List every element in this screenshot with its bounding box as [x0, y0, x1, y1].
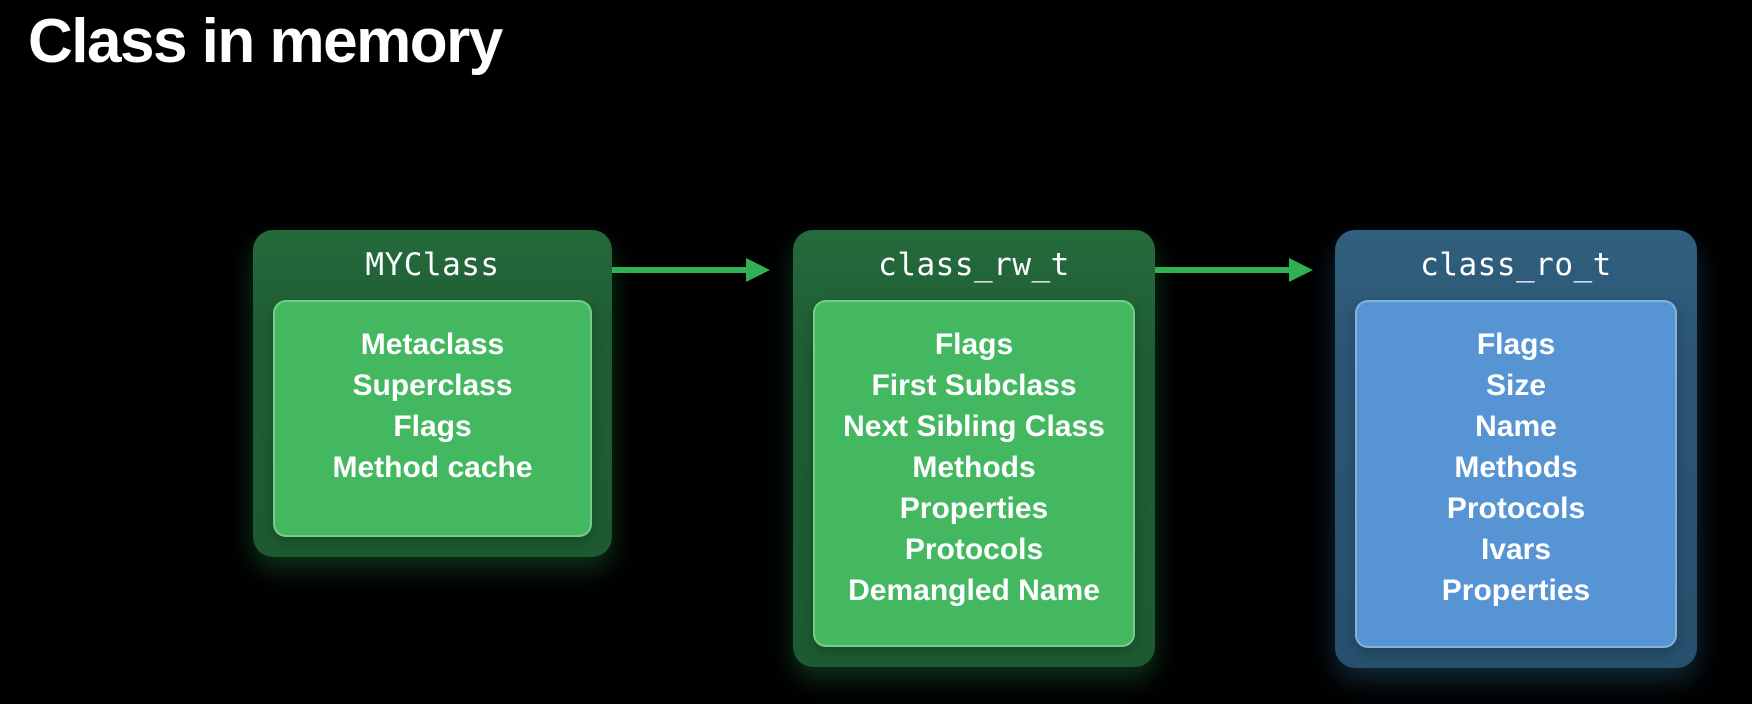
node-class-ro-t: class_ro_t Flags Size Name Methods Proto… [1335, 230, 1697, 668]
node-myclass: MYClass Metaclass Superclass Flags Metho… [253, 230, 612, 557]
field-name: Name [1475, 410, 1557, 443]
arrow-head-icon [746, 258, 770, 282]
node-myclass-fields: Metaclass Superclass Flags Method cache [273, 300, 592, 537]
arrow-line [1155, 267, 1289, 273]
arrow-myclass-to-class-rw [612, 258, 770, 282]
field-superclass: Superclass [352, 369, 513, 402]
field-next-sibling-class: Next Sibling Class [843, 410, 1105, 443]
field-demangled-name: Demangled Name [848, 574, 1100, 607]
field-flags: Flags [393, 410, 472, 443]
page-title: Class in memory [28, 7, 503, 76]
node-class-rw-t-title: class_rw_t [878, 247, 1070, 283]
field-size: Size [1485, 369, 1547, 402]
node-myclass-title: MYClass [365, 247, 500, 283]
node-class-rw-t: class_rw_t Flags First Subclass Next Sib… [793, 230, 1155, 667]
field-properties: Properties [899, 492, 1049, 525]
field-ivars: Ivars [1480, 533, 1552, 566]
field-first-subclass: First Subclass [871, 369, 1077, 402]
node-class-rw-t-fields: Flags First Subclass Next Sibling Class … [813, 300, 1135, 647]
field-method-cache: Method cache [332, 451, 533, 484]
field-metaclass: Metaclass [360, 328, 505, 361]
field-flags: Flags [1476, 328, 1556, 361]
field-protocols: Protocols [904, 533, 1044, 566]
field-methods: Methods [1454, 451, 1578, 484]
node-class-ro-t-title: class_ro_t [1420, 247, 1612, 283]
field-flags: Flags [934, 328, 1014, 361]
arrow-class-rw-to-class-ro [1155, 258, 1313, 282]
field-protocols: Protocols [1446, 492, 1586, 525]
arrow-line [612, 267, 746, 273]
arrow-head-icon [1289, 258, 1313, 282]
field-methods: Methods [912, 451, 1036, 484]
node-class-ro-t-fields: Flags Size Name Methods Protocols Ivars … [1355, 300, 1677, 648]
field-properties: Properties [1441, 574, 1591, 607]
